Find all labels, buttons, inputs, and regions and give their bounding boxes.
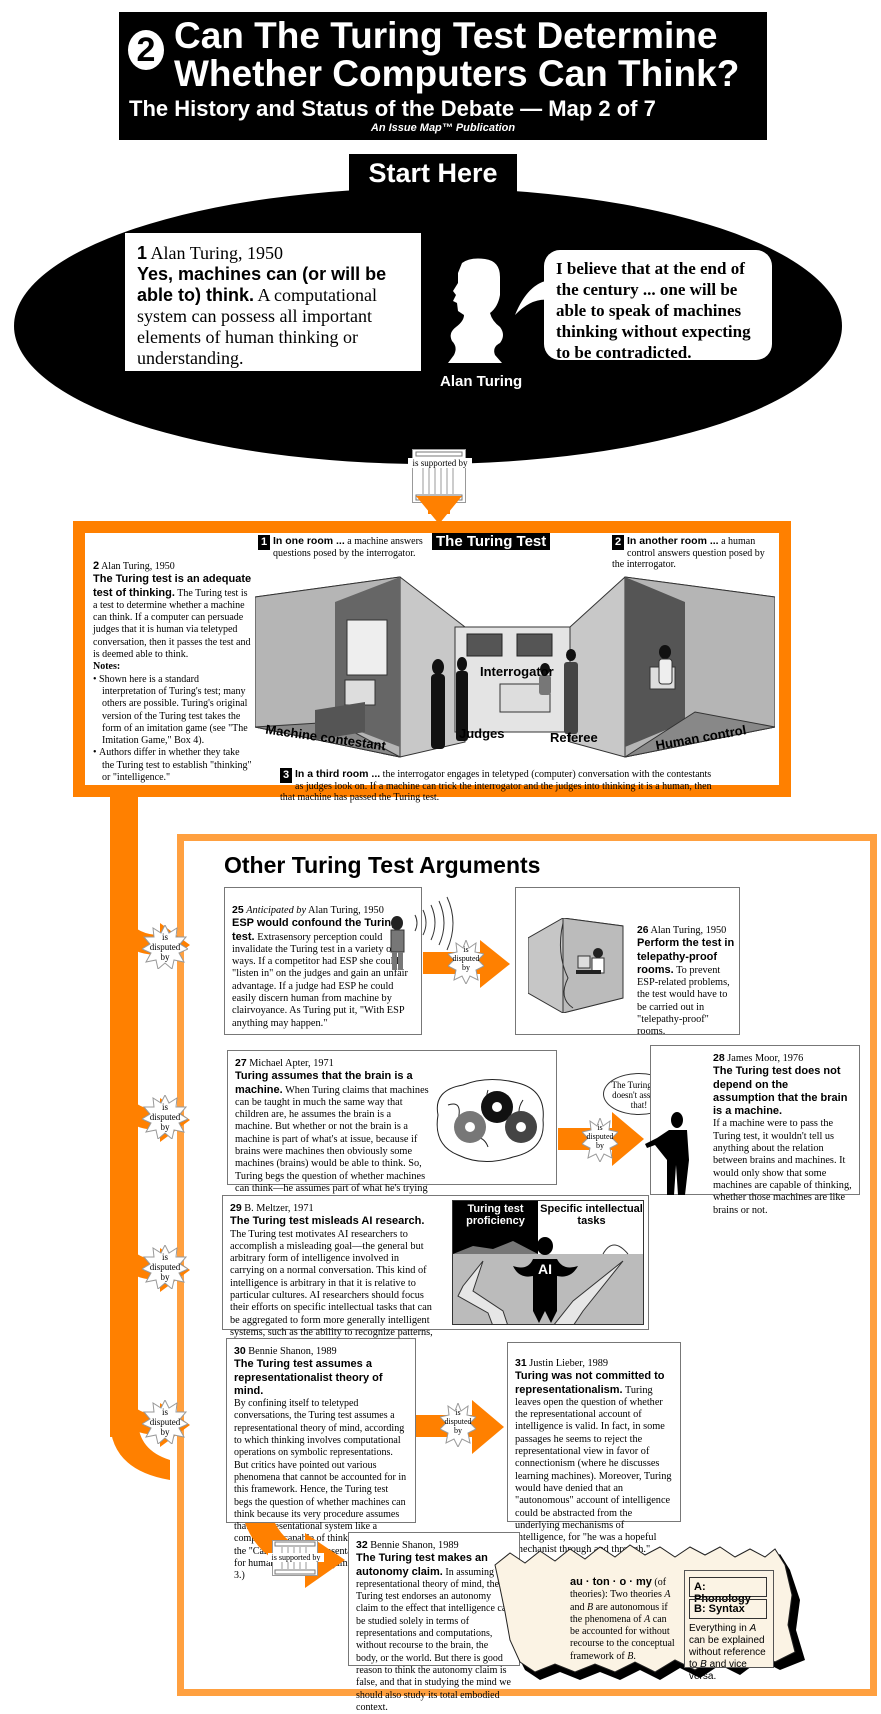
speaker-silhouette-icon (645, 1112, 689, 1195)
ai-figure-label: AI (538, 1261, 552, 1277)
turing-bust-icon (448, 258, 503, 363)
argument-32-card[interactable]: 32 Bennie Shanon, 1989 The Turing test m… (348, 1532, 520, 1713)
box-b-syntax: B: Syntax (689, 1599, 767, 1619)
argument-headline: ESP would confound the Turing test. (232, 917, 398, 943)
disputed-burst-icon (142, 1095, 188, 1139)
speech-tail (515, 280, 550, 315)
disputed-burst-icon (142, 925, 188, 969)
disputed-burst-icon (440, 1403, 476, 1447)
note-item: • Authors differ in whether they take th… (93, 747, 252, 784)
claim-1-box[interactable]: 1 Alan Turing, 1950 Yes, machines can (o… (125, 233, 421, 371)
claim-author: Alan Turing, 1950 (101, 561, 175, 572)
claim-body: A computational system can possess all i… (137, 285, 377, 368)
panel-left-label: Turing test proficiency (466, 1203, 525, 1227)
esp-person-icon (390, 896, 454, 970)
label-interrogator: Interrogator (480, 664, 554, 679)
claim-headline: The Turing test is an adequate test of t… (93, 573, 252, 599)
step-3: 3 In a third room ... the interrogator e… (280, 768, 712, 803)
argument-headline: Turing assumes that the brain is a machi… (235, 1070, 413, 1096)
label-referee: Referee (550, 730, 598, 745)
notes-label: Notes: (93, 661, 121, 673)
supported-by-label: is supported by (268, 1553, 324, 1562)
argument-body: The Turing test motivates AI researchers… (230, 1228, 433, 1351)
trunk-curve (110, 1420, 170, 1480)
map-title-line1: Can The Turing Test Determine (174, 15, 718, 56)
panel-right-label: Specific intellectual tasks (540, 1203, 643, 1227)
argument-26-text: 26 Alan Turing, 1950 Perform the test in… (637, 925, 735, 1038)
claim-author: Alan Turing, 1950 (150, 243, 284, 263)
argument-25-card[interactable]: 25 Anticipated by Alan Turing, 1950 ESP … (224, 887, 422, 1035)
argument-headline: Turing was not committed to representati… (515, 1370, 665, 1396)
notes-list: • Shown here is a standard interpretatio… (93, 674, 253, 785)
definition-text: au · ton · o · my (of theories): Two the… (570, 1576, 675, 1662)
argument-28-card[interactable]: 28 James Moor, 1976 The Turing test does… (650, 1045, 860, 1216)
argument-body: To prevent ESP-related problems, the tes… (637, 964, 730, 1038)
argument-body: Extrasensory perception could invalidate… (232, 931, 408, 1029)
supported-by-label: is supported by (408, 458, 472, 468)
box-a-phonology: A: Phonology (689, 1577, 767, 1605)
map-subtitle: The History and Status of the Debate — M… (129, 96, 656, 121)
right-arrow-icon (480, 940, 510, 988)
note-item: • Shown here is a standard interpretatio… (93, 673, 248, 747)
map-number-badge: 2 (128, 30, 164, 70)
disputed-burst-icon (448, 940, 484, 984)
label-judges: Judges (459, 726, 505, 741)
brain-gears-icon (436, 1079, 544, 1162)
argument-headline: The Turing test makes an autonomy claim. (356, 1552, 488, 1578)
ai-figure-icon (453, 1237, 629, 1324)
autonomy-explanation: Everything in A can be explained without… (689, 1623, 766, 1682)
disputed-burst-icon (142, 1245, 188, 1289)
claim-body: The Turing test is a test to determine w… (93, 587, 251, 661)
definition-term: au · ton · o · my (570, 1576, 652, 1588)
argument-body: In assuming a representational theory of… (356, 1566, 512, 1713)
other-arguments-title: Other Turing Test Arguments (224, 852, 541, 878)
turing-test-rooms-illustration (255, 576, 775, 758)
map-title-line2: Whether Computers Can Think? (174, 53, 740, 94)
tasks-panel (538, 1201, 643, 1254)
publication-line: An Issue Map™ Publication (370, 122, 516, 134)
argument-31-card[interactable]: 31 Justin Lieber, 1989 Turing was not co… (507, 1342, 681, 1555)
step-1: 1 In one room ... a machine answers ques… (258, 535, 423, 559)
argument-headline: The Turing test does not depend on the a… (713, 1065, 848, 1118)
argument-body: When Turing claims that machines can be … (235, 1084, 429, 1207)
telepathy-proof-room-icon (528, 918, 624, 1013)
argument-30-card[interactable]: 30 Bennie Shanon, 1989 The Turing test a… (226, 1338, 416, 1581)
argument-headline: The Turing test misleads AI research. (230, 1215, 425, 1228)
autonomy-example-box: A: Phonology B: Syntax Everything in A c… (684, 1570, 774, 1682)
claim-number: 1 (137, 243, 148, 263)
claim-headline: Yes, machines can (or will be able to) t… (137, 264, 387, 305)
claim-number: 2 (93, 560, 100, 572)
disputed-burst-icon (142, 1400, 188, 1444)
ai-crossroads-illustration: Turing test proficiency Specific intelle… (452, 1200, 644, 1325)
argument-body: If a machine were to pass the Turing tes… (713, 1118, 852, 1216)
argument-headline: The Turing test assumes a representation… (234, 1358, 383, 1397)
right-arrow-icon (472, 1400, 504, 1454)
map-header: 2 Can The Turing Test Determine Whether … (119, 12, 767, 140)
argument-body: Turing leaves open the question of wheth… (515, 1384, 672, 1556)
right-arrow-icon (612, 1112, 644, 1166)
disputed-burst-icon (582, 1118, 618, 1162)
step-2: 2 In another room ... a human control an… (612, 535, 765, 570)
argument-headline: Perform the test in telepathy-proof room… (637, 937, 735, 976)
illustration-title: The Turing Test (432, 533, 551, 550)
start-here-tab: Start Here (349, 154, 517, 192)
proficiency-panel (453, 1201, 538, 1254)
turing-quote-bubble: I believe that at the end of the century… (544, 250, 772, 362)
down-arrow-icon (416, 496, 462, 524)
claim-2-text[interactable]: 2 Alan Turing, 1950 The Turing test is a… (93, 560, 253, 784)
portrait-caption: Alan Turing (440, 373, 523, 390)
